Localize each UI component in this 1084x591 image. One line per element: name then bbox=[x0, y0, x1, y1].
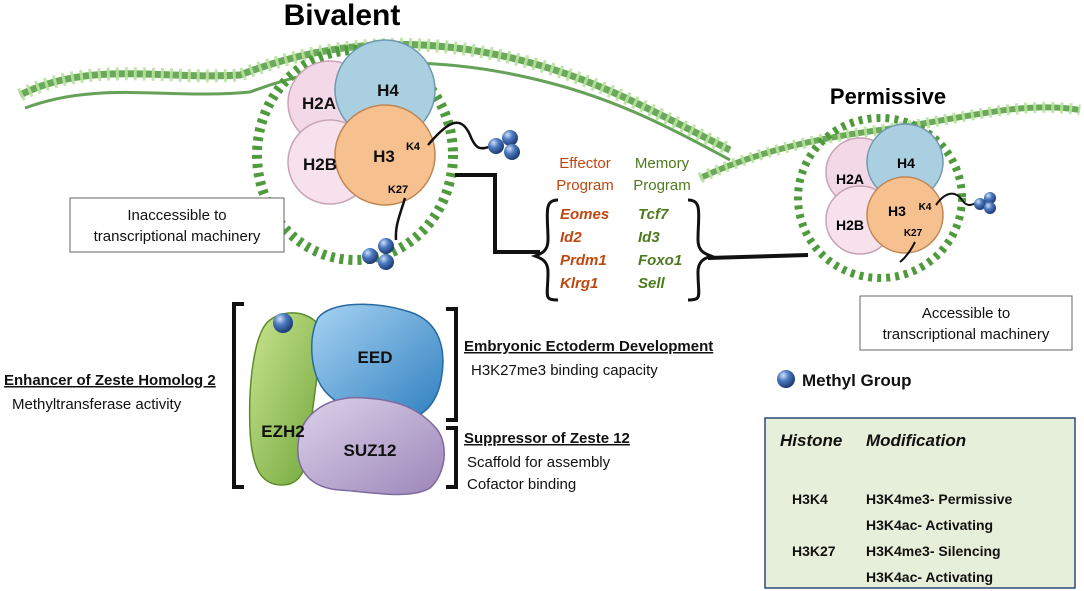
svg-text:Accessible to: Accessible to bbox=[922, 305, 1010, 322]
effector-title-1: Effector bbox=[559, 155, 610, 172]
nucleosome-permissive: H2A H4 H2B H3 K4 K27 bbox=[794, 114, 977, 282]
table-row-1-mod: H3K4me3- Permissive bbox=[866, 491, 1013, 507]
bivalent-connector bbox=[455, 173, 540, 254]
table-row-2-mod: H3K4ac- Activating bbox=[866, 517, 993, 533]
gene-prdm1: Prdm1 bbox=[560, 252, 607, 269]
table-header-histone: Histone bbox=[780, 431, 842, 450]
eed-desc: H3K27me3 binding capacity bbox=[471, 362, 658, 379]
suz12-desc-2: Cofactor binding bbox=[467, 476, 576, 493]
gene-tcf7: Tcf7 bbox=[638, 206, 669, 223]
eed-label: EED bbox=[358, 348, 393, 367]
methyl-legend-label: Methyl Group bbox=[802, 371, 912, 390]
k4-label-permissive: K4 bbox=[919, 202, 932, 213]
h2b-label-permissive: H2B bbox=[836, 217, 864, 233]
table-row-3-histone: H3K27 bbox=[792, 543, 836, 559]
gene-sell: Sell bbox=[638, 275, 666, 292]
ezh2-label: EZH2 bbox=[261, 422, 304, 441]
nucleosome-bivalent: H2A H4 H2B H3 K4 K27 bbox=[252, 39, 493, 265]
table-row-1-histone: H3K4 bbox=[792, 491, 828, 507]
histone-h3 bbox=[334, 104, 436, 206]
program-lists: Effector Program Memory Program Eomes Id… bbox=[530, 155, 716, 302]
methyl-cluster-bivalent-k4 bbox=[488, 130, 520, 160]
gene-foxo1: Foxo1 bbox=[638, 252, 682, 269]
gene-id3: Id3 bbox=[638, 229, 660, 246]
eed-name: Embryonic Ectoderm Development bbox=[464, 338, 713, 355]
ezh2-name: Enhancer of Zeste Homolog 2 bbox=[4, 372, 216, 389]
methyl-cluster-permissive-k4 bbox=[974, 192, 996, 214]
suz12-desc-1: Scaffold for assembly bbox=[467, 454, 611, 471]
memory-title-1: Memory bbox=[635, 155, 690, 172]
accessible-note: Accessible to transcriptional machinery bbox=[859, 295, 1073, 351]
svg-text:transcriptional machinery: transcriptional machinery bbox=[883, 326, 1050, 343]
methyl-legend: Methyl Group bbox=[777, 370, 912, 390]
memory-title-2: Program bbox=[633, 177, 691, 194]
h3-label: H3 bbox=[373, 147, 395, 166]
modification-table: Histone Modification H3K4 H3K4me3- Permi… bbox=[764, 417, 1076, 589]
k27-label: K27 bbox=[388, 184, 408, 196]
h4-label: H4 bbox=[377, 81, 399, 100]
h2a-label-permissive: H2A bbox=[836, 171, 864, 187]
k27-label-permissive: K27 bbox=[904, 228, 923, 239]
suz12-label: SUZ12 bbox=[344, 441, 397, 460]
svg-text:Inaccessible to: Inaccessible to bbox=[127, 207, 226, 224]
table-header-modification: Modification bbox=[866, 431, 966, 450]
effector-title-2: Program bbox=[556, 177, 614, 194]
gene-eomes: Eomes bbox=[560, 206, 609, 223]
ezh2-desc: Methyltransferase activity bbox=[12, 396, 182, 413]
methyl-on-ezh2 bbox=[273, 313, 293, 333]
k4-label: K4 bbox=[406, 141, 421, 153]
h2b-label: H2B bbox=[303, 155, 337, 174]
gene-id2: Id2 bbox=[560, 229, 582, 246]
h2a-label: H2A bbox=[302, 94, 336, 113]
inaccessible-note: Inaccessible to transcriptional machiner… bbox=[69, 197, 285, 253]
h3-label-permissive: H3 bbox=[888, 203, 906, 219]
table-row-4-mod: H3K4ac- Activating bbox=[866, 569, 993, 585]
dna-strand-permissive bbox=[697, 101, 1081, 183]
prc2-complex: EZH2 EED SUZ12 bbox=[232, 302, 458, 496]
h4-label-permissive: H4 bbox=[897, 155, 915, 171]
gene-klrg1: Klrg1 bbox=[560, 275, 598, 292]
permissive-connector bbox=[707, 253, 809, 260]
suz12-name: Suppressor of Zeste 12 bbox=[464, 430, 630, 447]
table-row-3-mod: H3K4me3- Silencing bbox=[866, 543, 1001, 559]
methyl-cluster-bivalent-k27 bbox=[362, 238, 394, 270]
permissive-title: Permissive bbox=[830, 84, 946, 109]
svg-text:transcriptional machinery: transcriptional machinery bbox=[94, 228, 261, 245]
bivalent-title: Bivalent bbox=[284, 0, 401, 32]
histone-h3-permissive bbox=[866, 176, 944, 254]
eed-subunit bbox=[311, 303, 444, 421]
suz12-subunit bbox=[297, 396, 445, 496]
